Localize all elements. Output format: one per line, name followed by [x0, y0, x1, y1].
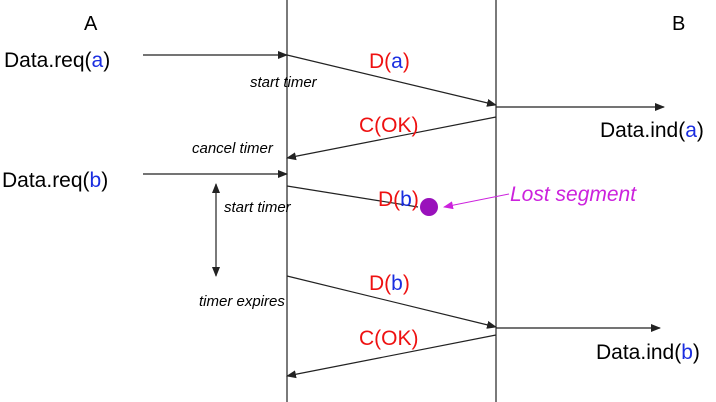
segment-d-b-retx-label: D(b) — [369, 272, 410, 295]
lost-segment-dot — [420, 198, 438, 216]
segment-c-ok-2-label: C(OK) — [359, 327, 419, 350]
segment-d-a-label: D(a) — [369, 50, 410, 73]
segment-c-ok-1-arrow — [286, 116, 497, 161]
start-timer-label-2: start timer — [224, 199, 292, 216]
segment-d-b-lost-label: D(b) — [378, 188, 419, 211]
data-req-b-label: Data.req(b) — [2, 169, 108, 192]
timer-expires-label: timer expires — [199, 293, 285, 310]
segment-c-ok-1-label: C(OK) — [359, 114, 419, 137]
data-req-a-label: Data.req(a) — [4, 49, 110, 72]
host-a-label: A — [84, 13, 98, 35]
data-ind-b-label: Data.ind(b) — [596, 341, 700, 364]
lost-segment-label: Lost segment — [510, 183, 637, 206]
lost-segment-pointer — [443, 193, 510, 210]
data-ind-a-label: Data.ind(a) — [600, 119, 704, 142]
cancel-timer-label: cancel timer — [192, 140, 274, 157]
segment-c-ok-2-arrow — [286, 334, 497, 379]
segment-d-b-lost-arrow — [286, 185, 419, 208]
host-b-label: B — [672, 13, 685, 35]
segment-d-b-retx-arrow — [286, 275, 497, 329]
start-timer-label-1: start timer — [250, 74, 318, 91]
segment-d-a-arrow — [286, 54, 497, 107]
